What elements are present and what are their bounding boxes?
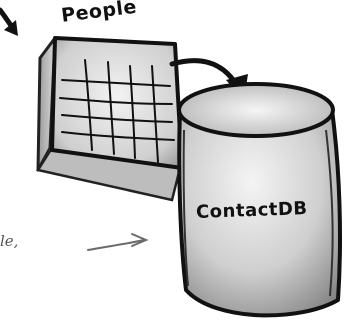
database-label: ContactDB: [196, 198, 308, 223]
cylinder-top: [179, 84, 333, 136]
entry-arrow-icon: [0, 10, 18, 36]
hand-drawn-table-icon: [38, 38, 182, 200]
note-fragment: le,: [0, 232, 18, 250]
pencil-arrow-icon: [88, 234, 146, 250]
